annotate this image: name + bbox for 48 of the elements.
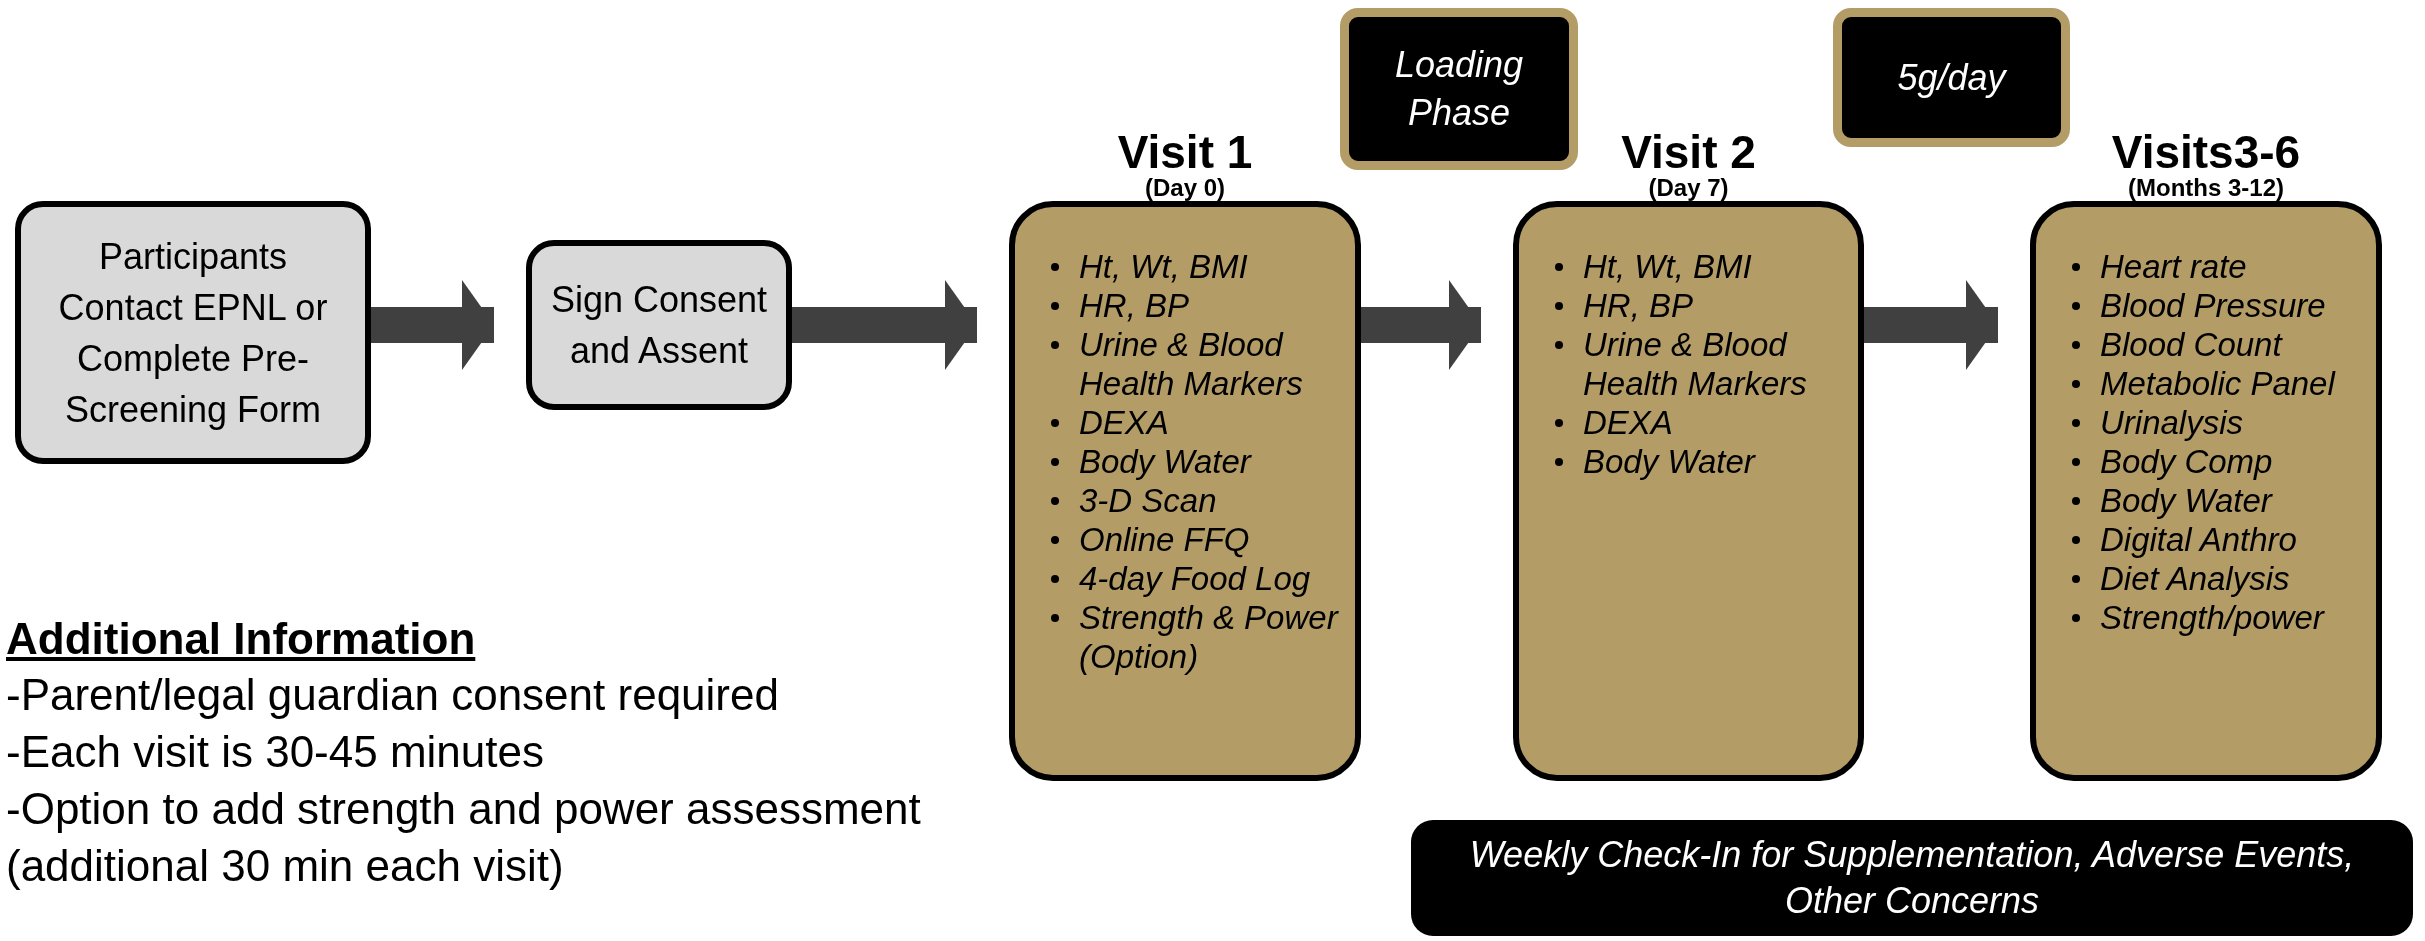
list-item: Online FFQ bbox=[1079, 520, 1250, 559]
visit-heading: Visits3-6 bbox=[2111, 129, 2301, 175]
block-arrow bbox=[371, 280, 494, 370]
note-text: -Parent/legal guardian consent required bbox=[6, 669, 780, 721]
list-item: Body Water bbox=[1079, 442, 1251, 481]
block-arrow bbox=[792, 280, 977, 370]
note-text: -Option to add strength and power assessment (additional 30 min each visit) bbox=[6, 783, 922, 892]
visit-heading: Visit 2 bbox=[1621, 129, 1756, 175]
info-bar bbox=[1411, 820, 2413, 936]
list-item: Heart rate bbox=[2100, 247, 2247, 286]
process-box bbox=[15, 201, 371, 464]
process-box bbox=[526, 240, 792, 410]
visit-heading: Visit 1 bbox=[1117, 129, 1253, 175]
phase-box bbox=[1340, 8, 1578, 170]
list-item: HR, BP bbox=[1583, 286, 1694, 325]
list-item: Strength/power bbox=[2100, 598, 2324, 637]
list-item: Diet Analysis bbox=[2100, 559, 2290, 598]
phase-text: 5g/day bbox=[1897, 55, 2006, 100]
list-item: HR, BP bbox=[1079, 286, 1190, 325]
block-arrow bbox=[1361, 280, 1481, 370]
list-item: Metabolic Panel bbox=[2100, 364, 2335, 403]
visit-subheading: (Day 7) bbox=[1648, 175, 1729, 201]
list-item: 3-D Scan bbox=[1079, 481, 1217, 520]
list-item: Body Comp bbox=[2100, 442, 2273, 481]
visit-subheading: (Months 3-12) bbox=[2128, 175, 2284, 201]
section-heading: Additional Information bbox=[6, 613, 476, 665]
list-item: DEXA bbox=[1583, 403, 1673, 442]
bar-text: Weekly Check-In for Supplementation, Adverse Events, Other Concerns bbox=[1468, 833, 2356, 923]
note-text: -Each visit is 30-45 minutes bbox=[6, 726, 545, 778]
list-item: Body Water bbox=[1583, 442, 1755, 481]
list-item: Blood Pressure bbox=[2100, 286, 2326, 325]
list-item: Digital Anthro bbox=[2100, 520, 2297, 559]
block-arrow bbox=[1864, 280, 1998, 370]
list-item: 4-day Food Log bbox=[1079, 559, 1311, 598]
phase-text: Loading Phase bbox=[1393, 43, 1525, 135]
list-item: Blood Count bbox=[2100, 325, 2282, 364]
list-item: Strength & Power (Option) bbox=[1079, 598, 1340, 676]
visit-subheading: (Day 0) bbox=[1145, 175, 1225, 201]
list-item: Body Water bbox=[2100, 481, 2272, 520]
phase-box bbox=[1833, 8, 2070, 147]
list-item: Urine & Blood Health Markers bbox=[1583, 325, 1808, 403]
list-item: Ht, Wt, BMI bbox=[1583, 247, 1752, 286]
list-item: DEXA bbox=[1079, 403, 1169, 442]
box-text: Sign Consent and Assent bbox=[549, 278, 769, 373]
list-item: Ht, Wt, BMI bbox=[1079, 247, 1248, 286]
list-item: Urine & Blood Health Markers bbox=[1079, 325, 1304, 403]
list-item: Urinalysis bbox=[2100, 403, 2244, 442]
box-text: Participants Contact EPNL or Complete Pre-Screening Form bbox=[57, 234, 329, 432]
